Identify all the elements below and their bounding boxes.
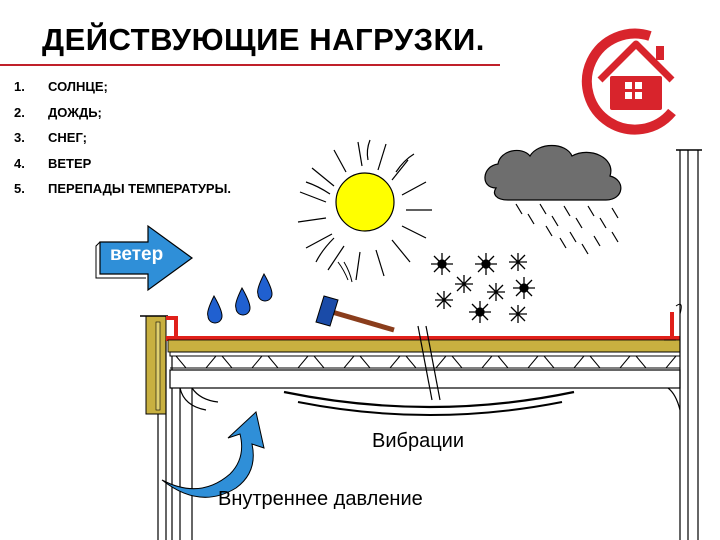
rain-icon bbox=[515, 203, 619, 255]
list-item-number: 5. bbox=[14, 181, 25, 196]
sun-icon bbox=[297, 139, 432, 281]
list-item: 1. СОЛНЦЕ; bbox=[14, 76, 231, 102]
list-item: 4. ВЕТЕР bbox=[14, 153, 231, 179]
cloud-icon bbox=[484, 144, 622, 201]
title-underline bbox=[0, 64, 500, 66]
snowflake-icon bbox=[431, 253, 535, 323]
list-item-number: 2. bbox=[14, 104, 25, 120]
list-item-number: 4. bbox=[14, 155, 25, 171]
page-title: ДЕЙСТВУЮЩИЕ НАГРУЗКИ. bbox=[42, 22, 485, 57]
list-item: 2. ДОЖДЬ; bbox=[14, 102, 231, 128]
list-item: 5. ПЕРЕПАДЫ ТЕМПЕРАТУРЫ. bbox=[14, 178, 231, 204]
internal-pressure-label: Внутреннее давление bbox=[218, 488, 423, 510]
list-item-label: СОЛНЦЕ; bbox=[48, 79, 108, 94]
list-item-number: 3. bbox=[14, 130, 25, 145]
wind-label: ветер bbox=[110, 244, 164, 265]
list-item-label: ВЕТЕР bbox=[48, 155, 92, 171]
hammer-icon bbox=[315, 261, 395, 333]
vibration-arcs bbox=[283, 390, 575, 416]
water-drop-icon bbox=[207, 272, 273, 324]
wind-arrow-icon bbox=[95, 224, 194, 292]
house-logo-icon bbox=[581, 28, 676, 135]
list-item-label: СНЕГ; bbox=[48, 130, 87, 145]
vibration-label: Вибрации bbox=[372, 430, 465, 452]
building-structure bbox=[140, 149, 702, 540]
pressure-arrow-icon bbox=[161, 411, 265, 498]
list-item: 3. СНЕГ; bbox=[14, 127, 231, 153]
list-item-number: 1. bbox=[14, 79, 25, 94]
loads-list: 1. СОЛНЦЕ; 2. ДОЖДЬ; 3. СНЕГ; 4. ВЕТЕР 5. ПЕР… bbox=[14, 76, 231, 204]
list-item-label: ПЕРЕПАДЫ ТЕМПЕРАТУРЫ. bbox=[48, 181, 231, 196]
list-item-label: ДОЖДЬ; bbox=[48, 104, 102, 120]
